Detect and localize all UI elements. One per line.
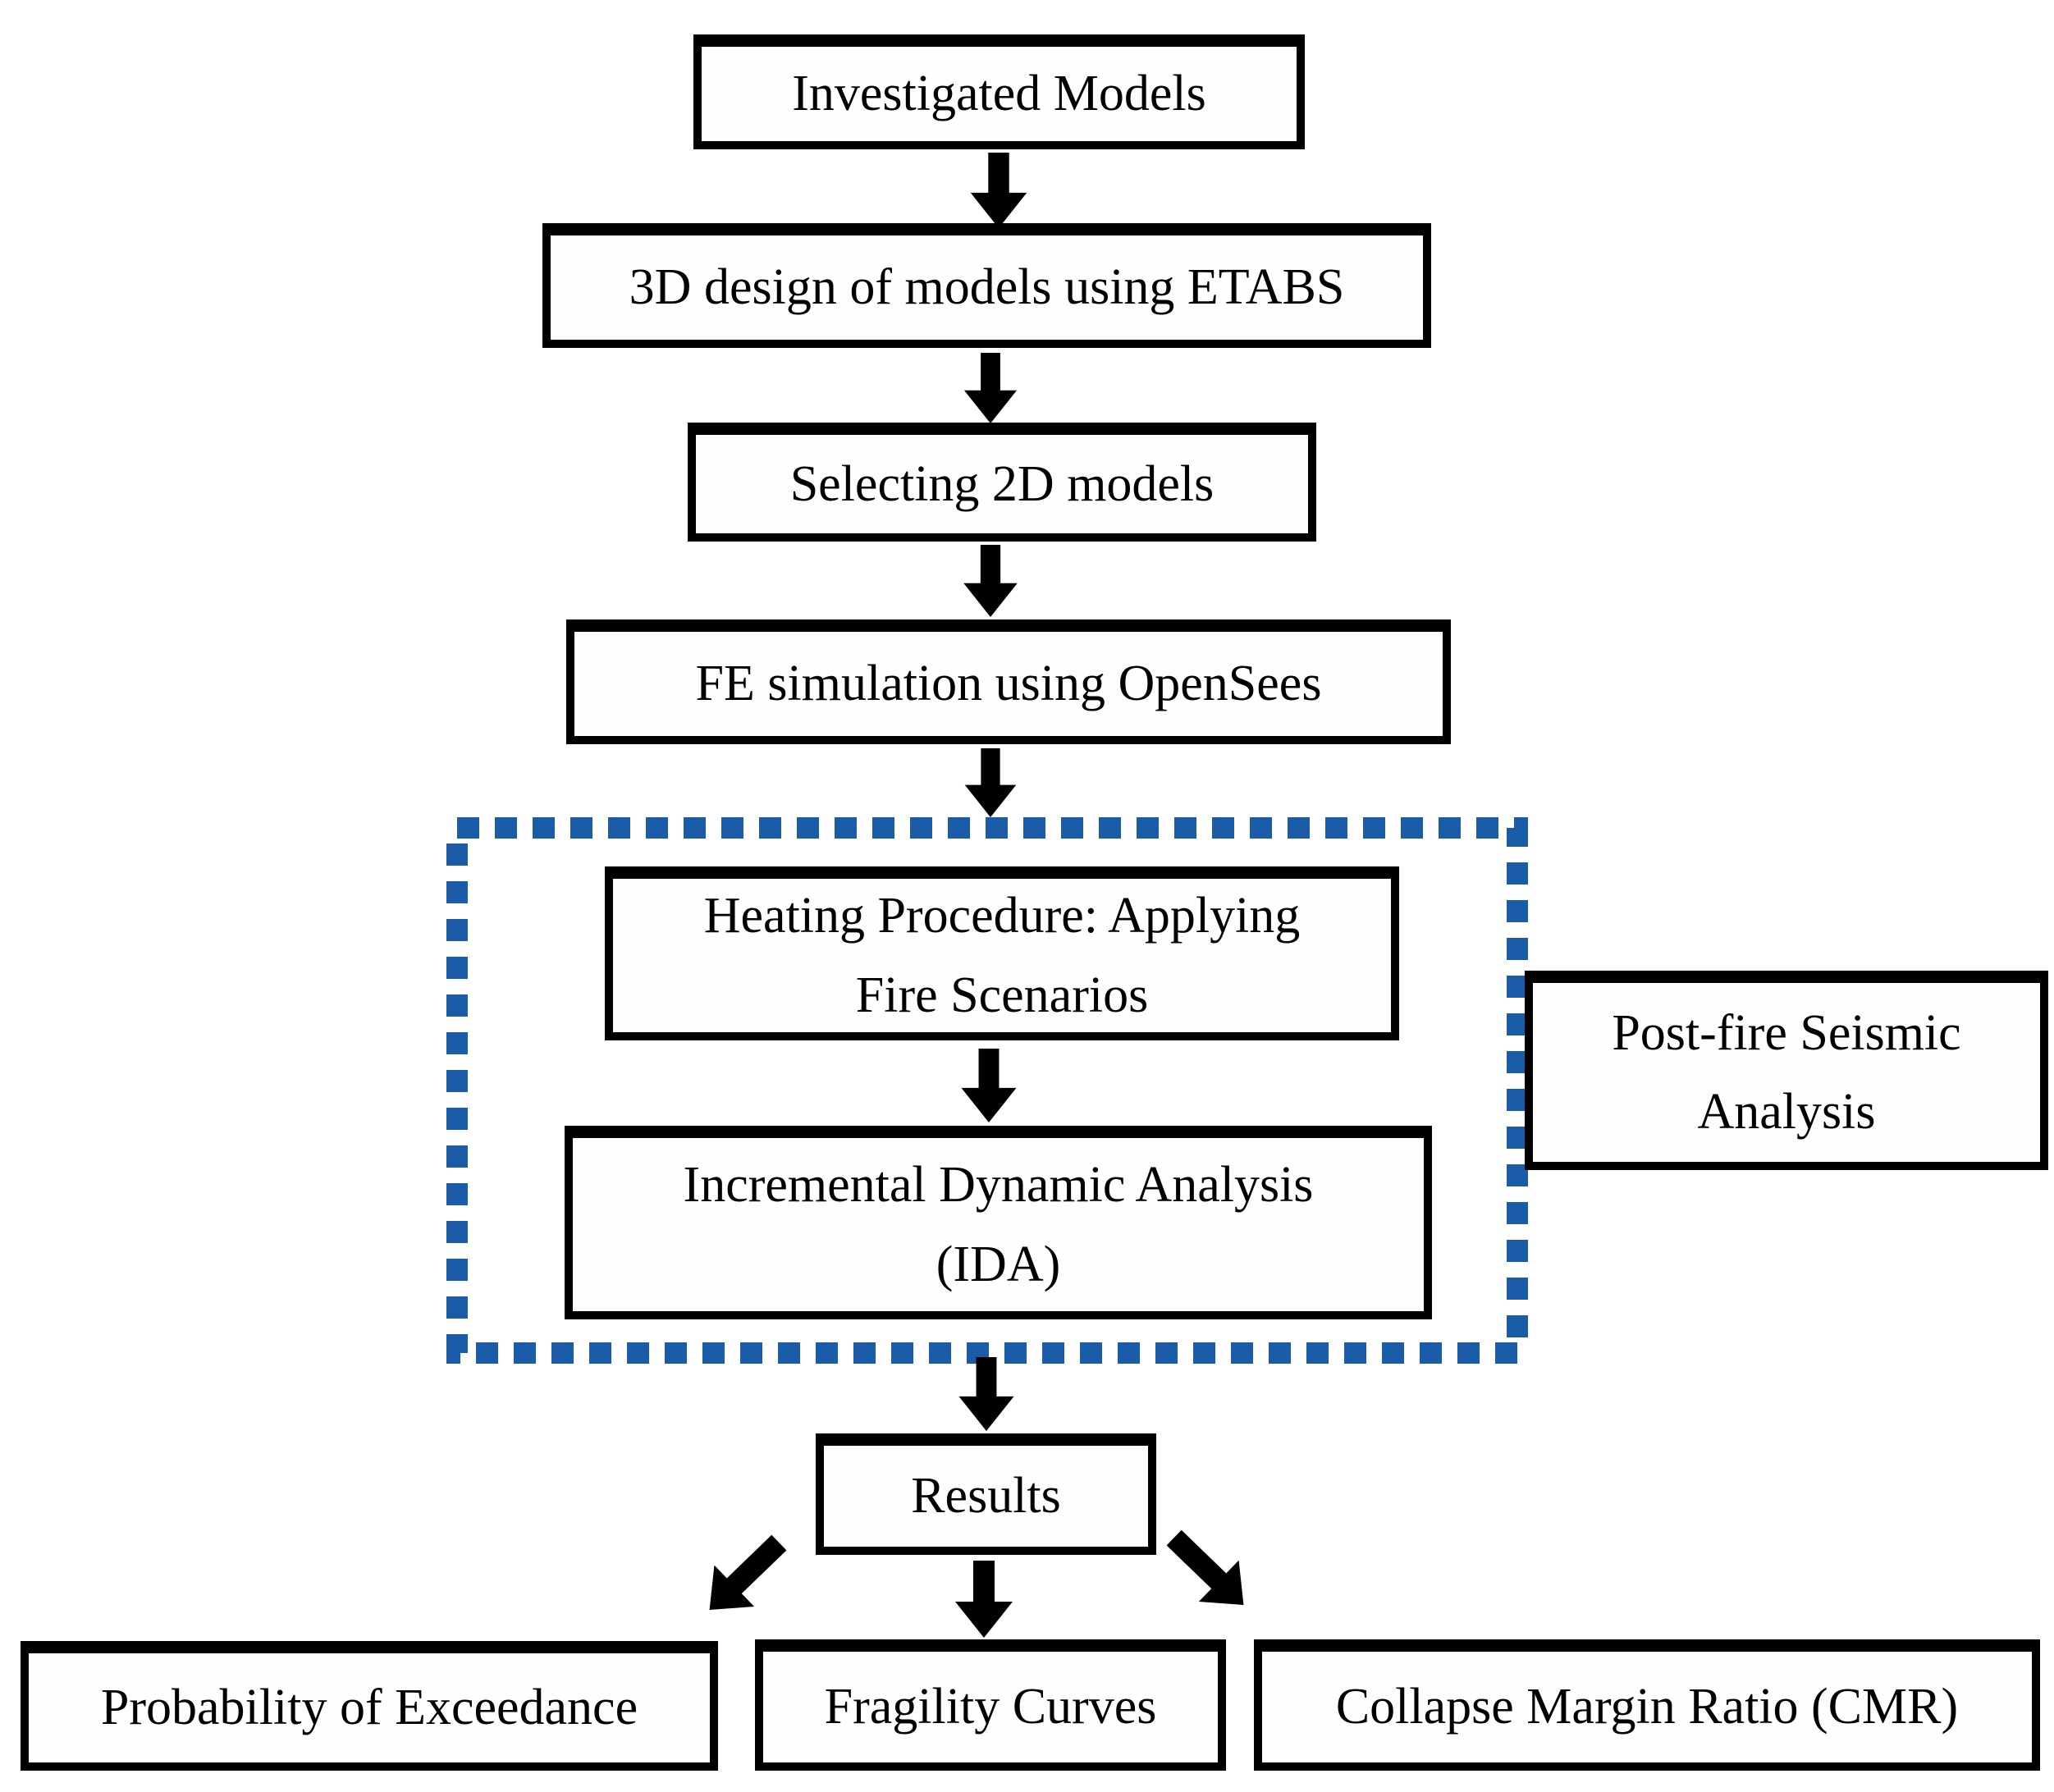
- node-3d-design-etabs: 3D design of models using ETABS: [542, 223, 1431, 348]
- node-label-line1: Post-fire Seismic: [1612, 1004, 1961, 1061]
- node-fragility-curves: Fragility Curves: [755, 1639, 1226, 1771]
- node-label: Fragility Curves: [824, 1679, 1157, 1735]
- post-fire-group-border: [446, 816, 1529, 1365]
- node-label-line1: Heating Procedure: Applying: [703, 888, 1301, 944]
- dashed-rect: [446, 817, 1528, 1364]
- node-label: Selecting 2D models: [789, 455, 1215, 512]
- node-investigated-models: Investigated Models: [693, 34, 1305, 149]
- node-incremental-dynamic-analysis: Incremental Dynamic Analysis (IDA): [565, 1126, 1432, 1319]
- node-post-fire-seismic-analysis: Post-fire Seismic Analysis: [1525, 971, 2048, 1170]
- arrow-group-to-results: [958, 1357, 1015, 1431]
- node-results: Results: [816, 1433, 1156, 1555]
- node-fe-simulation-opensees: FE simulation using OpenSees: [566, 619, 1451, 744]
- node-label: Results: [911, 1468, 1061, 1525]
- node-collapse-margin-ratio: Collapse Margin Ratio (CMR): [1254, 1639, 2040, 1771]
- node-label-line1: Incremental Dynamic Analysis: [683, 1157, 1314, 1214]
- node-label: FE simulation using OpenSees: [695, 656, 1322, 712]
- arrow-results-to-fragility-curves: [955, 1561, 1013, 1638]
- arrow-heating-to-ida: [960, 1049, 1018, 1122]
- arrow-fe-simulation-to-heating: [962, 748, 1019, 817]
- node-label: Collapse Margin Ratio (CMR): [1335, 1679, 1959, 1735]
- node-label: Investigated Models: [792, 66, 1206, 122]
- arrow-3d-design-to-selecting-2d: [962, 353, 1019, 423]
- node-label: Probability of Exceedance: [100, 1680, 638, 1736]
- node-selecting-2d-models: Selecting 2D models: [688, 423, 1316, 542]
- node-label-line2: Analysis: [1697, 1084, 1876, 1140]
- arrow-selecting-2d-to-fe-simulation: [962, 545, 1019, 617]
- node-heating-procedure: Heating Procedure: Applying Fire Scenari…: [605, 866, 1399, 1040]
- arrow-results-to-cmr: [1154, 1517, 1264, 1625]
- node-label-line2: Fire Scenarios: [855, 967, 1149, 1023]
- node-label-line2: (IDA): [936, 1236, 1061, 1292]
- node-label: 3D design of models using ETABS: [629, 259, 1345, 316]
- arrow-results-to-probability: [689, 1522, 799, 1630]
- node-probability-of-exceedance: Probability of Exceedance: [21, 1641, 718, 1771]
- arrow-investigated-to-3d-design: [970, 153, 1027, 228]
